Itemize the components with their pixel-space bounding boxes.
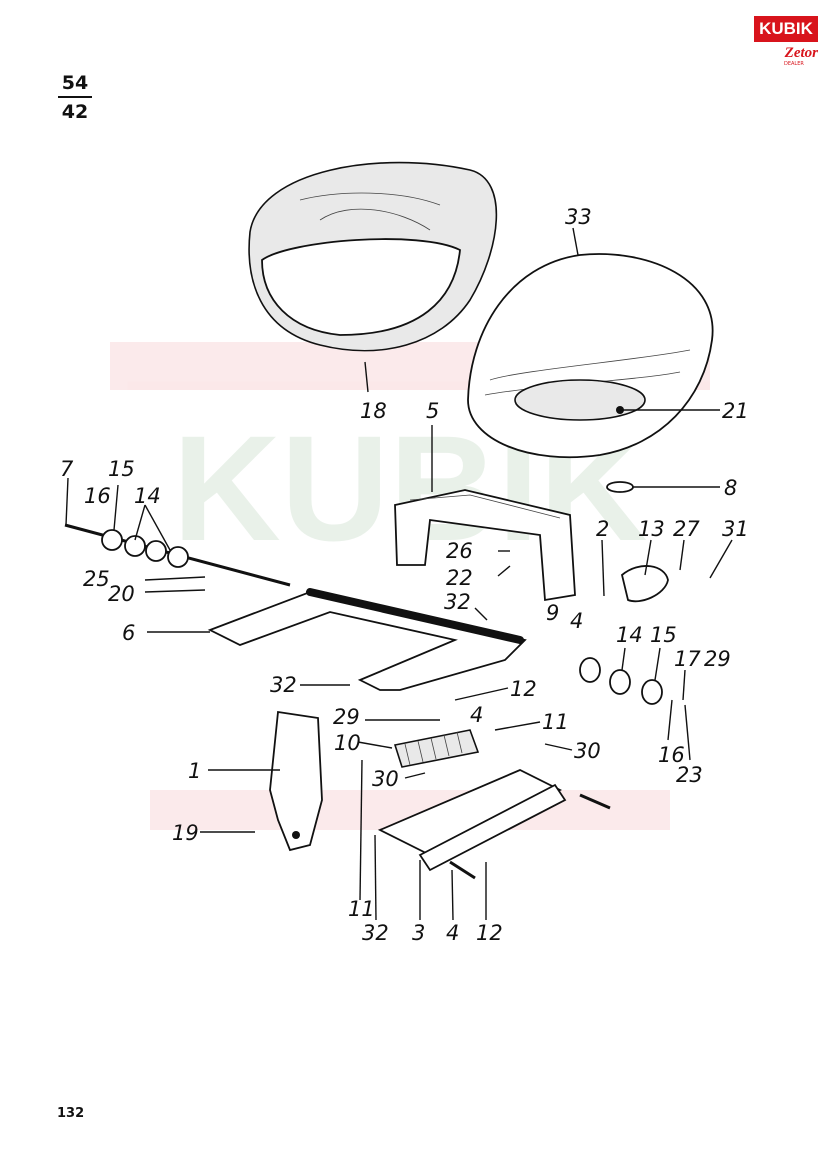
label-29a: 29 xyxy=(704,647,731,671)
label-2: 2 xyxy=(596,517,609,541)
label-16b: 16 xyxy=(658,743,685,767)
label-12b: 12 xyxy=(476,921,503,945)
label-4c: 4 xyxy=(446,921,459,945)
bracket-part-1 xyxy=(269,710,323,852)
cover-part-13 xyxy=(620,565,669,603)
kubik-zetor-logo: KUBIK Zetor DEALER xyxy=(754,16,818,70)
callout-labels: 18 33 21 5 8 7 16 15 14 26 22 2 13 27 31… xyxy=(60,205,749,945)
label-31: 31 xyxy=(722,517,749,541)
label-32c: 32 xyxy=(362,921,389,945)
leader-lines xyxy=(65,227,733,921)
label-25: 25 xyxy=(83,567,110,591)
bracket-part-5 xyxy=(394,489,576,602)
seat-pan-part-33 xyxy=(467,253,714,459)
label-29b: 29 xyxy=(333,705,360,729)
label-16a: 16 xyxy=(84,484,111,508)
label-18: 18 xyxy=(360,399,387,423)
label-7: 7 xyxy=(60,457,74,481)
label-20: 20 xyxy=(108,582,135,606)
label-3: 3 xyxy=(412,921,425,945)
label-30a: 30 xyxy=(574,739,601,763)
label-15b: 15 xyxy=(650,623,677,647)
lower-frame-part-3 xyxy=(377,769,611,880)
label-23: 23 xyxy=(676,763,703,787)
seat-cushion-part-18 xyxy=(248,161,498,352)
label-17: 17 xyxy=(674,647,701,671)
logo-sub: Zetor xyxy=(784,45,818,61)
label-33: 33 xyxy=(565,205,592,229)
label-11a: 11 xyxy=(542,710,569,734)
label-22: 22 xyxy=(446,566,473,590)
label-19: 19 xyxy=(172,821,199,845)
label-27: 27 xyxy=(673,517,700,541)
logo-dealer: DEALER xyxy=(784,61,804,67)
label-30b: 30 xyxy=(372,767,399,791)
label-6: 6 xyxy=(122,621,135,645)
label-11b: 11 xyxy=(348,897,375,921)
label-10: 10 xyxy=(334,731,361,755)
washer-part-8 xyxy=(606,481,634,493)
page-number: 132 xyxy=(57,1106,85,1121)
label-26: 26 xyxy=(446,539,473,563)
label-4a: 4 xyxy=(570,609,583,633)
label-21: 21 xyxy=(722,399,749,423)
label-32b: 32 xyxy=(270,673,297,697)
swing-frame-part-6 xyxy=(207,588,527,691)
label-1: 1 xyxy=(188,759,201,783)
bushing-parts-14-15 xyxy=(579,657,663,705)
logo-brand: KUBIK xyxy=(754,16,818,42)
label-14b: 14 xyxy=(616,623,643,647)
page-reference: 54 42 xyxy=(58,72,92,123)
rod-assembly-part-7 xyxy=(64,523,291,587)
label-14a: 14 xyxy=(134,484,161,508)
page-reference-numerator: 54 xyxy=(61,72,89,94)
label-5: 5 xyxy=(426,399,439,423)
label-8: 8 xyxy=(724,476,737,500)
page-reference-denominator: 42 xyxy=(61,101,89,123)
label-4b: 4 xyxy=(470,703,483,727)
label-9: 9 xyxy=(546,601,559,625)
label-32a: 32 xyxy=(444,590,471,614)
spring-part-10 xyxy=(393,729,480,768)
label-15a: 15 xyxy=(108,457,135,481)
label-12a: 12 xyxy=(510,677,537,701)
label-13: 13 xyxy=(638,517,665,541)
fraction-bar xyxy=(58,96,92,98)
